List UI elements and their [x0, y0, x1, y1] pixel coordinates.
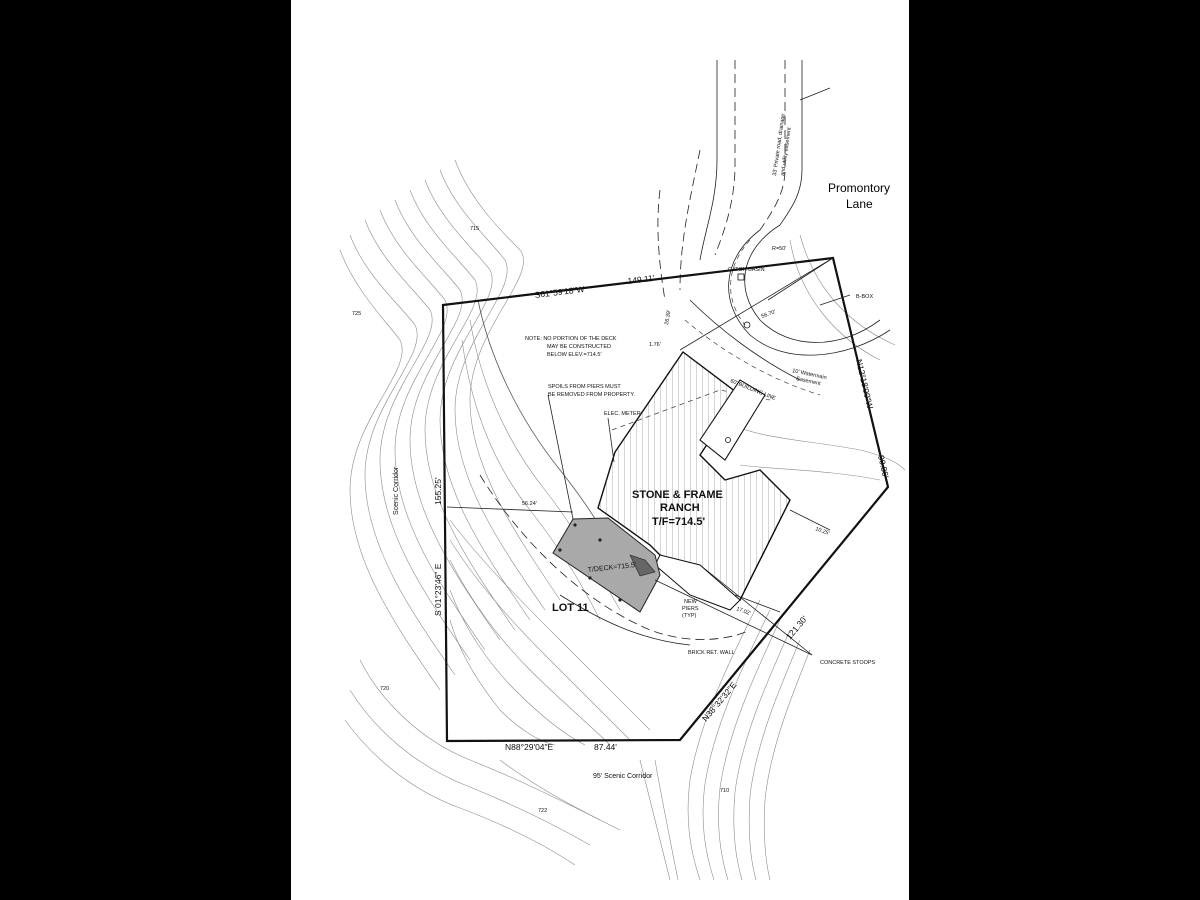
b-box-label: B-BOX — [856, 294, 873, 300]
catch-basin-symbol — [737, 273, 745, 281]
house-label-1: STONE & FRAME — [632, 489, 723, 501]
road-name-2: Lane — [846, 197, 873, 211]
brick-retaining-wall — [479, 474, 751, 640]
concrete-stoops-label: CONCRETE STOOPS — [820, 660, 876, 666]
scenic-corridor-west: Scenic Corridor — [393, 466, 400, 515]
catch-basin-label: CATCH BASIN — [728, 267, 765, 273]
bearing-west: S 01°23'46" E — [433, 563, 443, 616]
meter-symbol — [725, 437, 731, 443]
bearing-south: N88°29'04"E — [505, 742, 554, 752]
contour-label-a: 725 — [352, 311, 361, 317]
contour-label-c: 715 — [470, 226, 479, 232]
dim-17-02: 17.02' — [735, 606, 751, 617]
note-line-2: MAY BE CONSTRUCTED — [547, 344, 611, 350]
spoils-line-2: BE REMOVED FROM PROPERTY. — [548, 392, 635, 398]
house-label-2: RANCH — [660, 502, 700, 514]
dist-south: 87.44' — [594, 742, 617, 752]
road-name-1: Promontory — [828, 181, 890, 195]
house-label-3: T/F=714.5' — [652, 516, 705, 528]
contours-southeast — [499, 234, 906, 881]
house-footprint — [597, 350, 791, 611]
elec-meter-label: ELEC. METER — [604, 411, 641, 417]
scenic-corridor-south: 95' Scenic Corridor — [593, 773, 653, 780]
dim-56-24: 56.24' — [522, 501, 537, 507]
deck — [552, 517, 661, 613]
note-line-1: NOTE: NO PORTION OF THE DECK — [525, 336, 617, 342]
dist-east: 90.86' — [876, 454, 891, 479]
note-line-3: BELOW ELEV.=714.5' — [547, 352, 602, 358]
contour-label-d: 710 — [720, 788, 729, 794]
spoils-line-1: SPOILS FROM PIERS MUST — [548, 384, 621, 390]
bearing-north: S61°59'18"W — [534, 284, 585, 300]
dim-26-39: 26.39' — [664, 310, 672, 326]
new-piers-label-2: PIERS — [682, 606, 699, 612]
dim-56-70: 56.70' — [761, 309, 777, 320]
dist-north: 149.11' — [627, 273, 655, 286]
contour-label-b: 720 — [380, 686, 389, 692]
watermain-label-2: Easement — [796, 376, 822, 387]
leader-lines — [446, 294, 851, 656]
dist-west: 155.25' — [433, 477, 443, 505]
lot-label: LOT 11 — [552, 602, 589, 614]
brick-wall-label: BRICK RET. WALL — [688, 650, 735, 656]
radius-label: R=50' — [772, 246, 786, 252]
paper-sheet — [291, 0, 909, 900]
dim-1-76: 1.76' — [649, 342, 661, 348]
bearing-east: N12°18'00"W — [854, 358, 875, 410]
property-boundary — [441, 256, 890, 743]
dist-southeast: 121.30' — [784, 613, 810, 641]
contour-label-e: 722 — [538, 808, 547, 814]
new-piers-label-1: NEW — [684, 599, 698, 605]
dim-10-25: 10.25' — [814, 526, 830, 537]
road-promontory-lane — [657, 60, 891, 396]
b-box-symbol — [743, 321, 751, 329]
new-piers-label-3: (TYP) — [682, 613, 697, 619]
